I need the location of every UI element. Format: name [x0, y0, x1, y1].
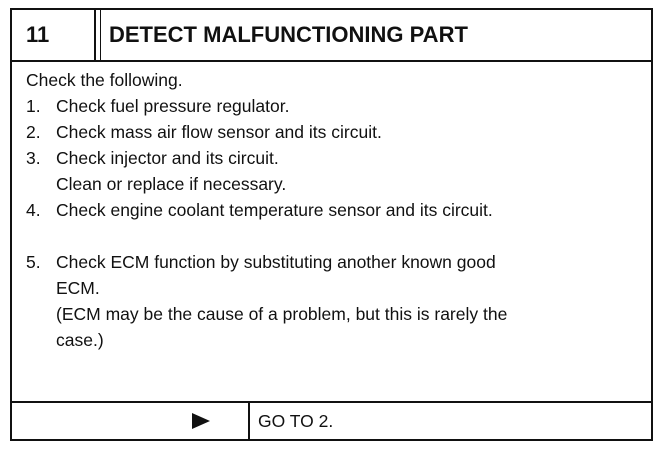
item-text: Check mass air flow sensor and its circu… — [56, 122, 382, 142]
item-text: ECM. — [56, 278, 100, 298]
item-text: Check fuel pressure regulator. — [56, 96, 290, 116]
intro-text: Check the following. — [26, 70, 183, 90]
procedure-header: 11 DETECT MALFUNCTIONING PART — [12, 10, 651, 62]
item-text: Check injector and its circuit. — [56, 148, 279, 168]
step-number: 11 — [12, 10, 96, 60]
item-number: 3. — [26, 148, 41, 168]
item-number: 5. — [26, 252, 41, 272]
item-text: (ECM may be the cause of a problem, but … — [56, 304, 508, 324]
arrow-cell — [12, 403, 250, 439]
procedure-body: Check the following. 1. Check fuel press… — [12, 62, 651, 399]
item-text: Clean or replace if necessary. — [56, 174, 287, 194]
item-text: case.) — [56, 330, 104, 350]
go-to-link[interactable]: GO TO 2. — [258, 411, 334, 431]
step-title: DETECT MALFUNCTIONING PART — [100, 10, 651, 60]
item-number: 2. — [26, 122, 41, 142]
item-number: 1. — [26, 96, 41, 116]
play-arrow-icon — [192, 413, 210, 429]
item-text: Check engine coolant temperature sensor … — [56, 200, 493, 220]
item-number: 4. — [26, 200, 41, 220]
item-text: Check ECM function by substituting anoth… — [56, 252, 496, 272]
procedure-table: 11 DETECT MALFUNCTIONING PART Check the … — [10, 8, 653, 441]
procedure-footer: GO TO 2. — [12, 401, 651, 439]
